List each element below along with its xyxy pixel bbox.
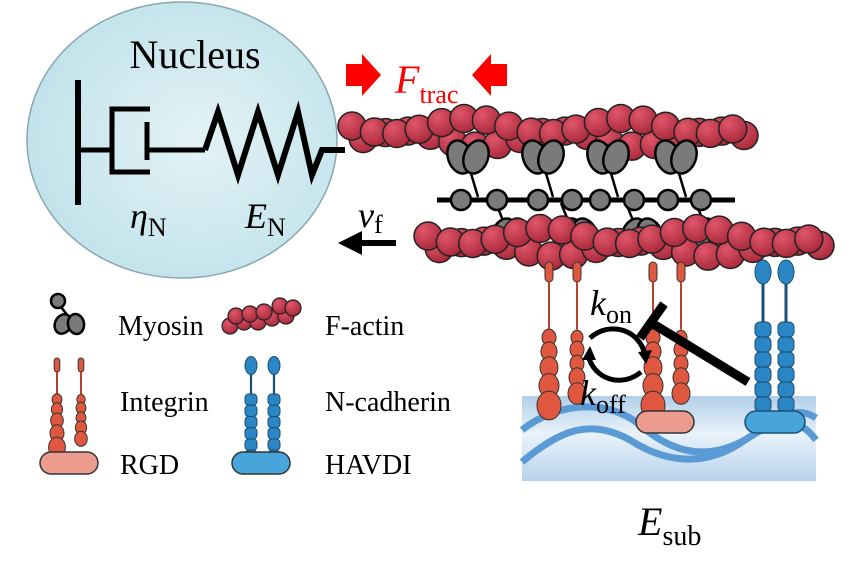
traction-force: Ftrac: [346, 54, 507, 109]
legend-label: F-actin: [325, 311, 404, 342]
nucleus-title: Nucleus: [129, 32, 260, 77]
dashpot-label: ηN: [130, 196, 167, 242]
integrin-domain: [567, 382, 587, 405]
integrin-head: [544, 261, 554, 283]
actin-monomer: [241, 305, 259, 323]
cadherin-domain: [244, 427, 258, 440]
kon-label: kon: [590, 283, 632, 329]
cadherin-domain: [754, 381, 772, 398]
cadherin-domain: [754, 336, 772, 353]
legend-item-myosin: Myosin: [49, 292, 204, 342]
legend-item-integrin: Integrin: [48, 357, 209, 458]
arrow-left-icon: [338, 231, 362, 255]
myosin-head: [602, 139, 630, 175]
cadherin-domain: [244, 438, 258, 451]
cycle-arrow-icon: [588, 326, 648, 356]
myosin-icon: [49, 292, 86, 336]
cadherin-domain: [777, 396, 795, 413]
havdi-ligand: [744, 410, 806, 434]
rgd-ligand: [635, 410, 695, 434]
actin-monomer: [718, 114, 748, 144]
myosin-head: [537, 139, 565, 175]
cadherin-domain: [777, 336, 795, 353]
cadherin-domain: [754, 321, 772, 338]
myosin-tail-node: [622, 188, 646, 212]
arrow-left-icon: [472, 54, 507, 96]
legend-label: HAVDI: [325, 450, 412, 481]
arrow-right-icon: [346, 54, 381, 96]
integrin-icon: [48, 357, 88, 458]
koff-label: koff: [580, 373, 626, 419]
legend-label: Integrin: [120, 387, 209, 418]
cadherin-domain: [267, 438, 281, 451]
myosin-tail-node: [656, 188, 680, 212]
cycle-arrow-icon: [585, 354, 643, 383]
myosin-tail-node: [689, 188, 713, 212]
cadherin-domain: [267, 404, 281, 417]
integrin-domain: [74, 430, 88, 447]
cadherin-domain: [777, 381, 795, 398]
cadherin-domain: [754, 396, 772, 413]
myosin-tail-node: [560, 188, 584, 212]
legend-item-rgd: RGD: [39, 450, 179, 481]
nucleus-body: [26, 1, 338, 279]
legend-label: Myosin: [118, 311, 204, 342]
cadherin-domain: [754, 351, 772, 368]
rgd-icon: [39, 451, 99, 475]
f-actin-icon: [221, 297, 302, 335]
legend-item-havdi: HAVDI: [231, 450, 412, 481]
traction-label: Ftrac: [394, 57, 458, 109]
myosin-tail-node: [526, 188, 550, 212]
cadherin-domain: [754, 366, 772, 383]
cadherin-domain: [244, 416, 258, 429]
legend-label: RGD: [120, 450, 179, 481]
havdi-icon: [231, 451, 291, 475]
flow-label: vf: [358, 195, 383, 239]
legend-item-f-actin: F-actin: [221, 297, 404, 342]
n-cadherin-icon: [244, 356, 281, 462]
myosin-head: [462, 139, 490, 175]
cadherin-domain: [777, 351, 795, 368]
retrograde-flow: vf: [338, 195, 396, 255]
cadherin-domain: [244, 393, 258, 406]
integrin-head: [648, 261, 658, 283]
cadherin-head: [777, 259, 795, 285]
myosin-head: [670, 139, 698, 175]
inhibition-icon: [647, 318, 751, 386]
actin-monomer: [255, 303, 273, 321]
cadherin-head: [754, 259, 772, 285]
legend-item-n-cadherin: N-cadherin: [244, 356, 451, 462]
cadherin-head: [267, 356, 281, 375]
dashpot-icon: [78, 106, 205, 175]
integrin-head: [676, 261, 686, 283]
legend-label: N-cadherin: [325, 387, 451, 418]
myosin-tail-node: [449, 188, 473, 212]
cadherin-domain: [267, 427, 281, 440]
legend: Myosin F-actin Integrin N-cadherin RGD H…: [39, 292, 451, 481]
integrin-head: [53, 357, 61, 373]
substrate-label: Esub: [637, 499, 701, 552]
actin-monomer: [227, 307, 245, 325]
spring-icon: [202, 100, 345, 186]
cadherin-domain: [244, 404, 258, 417]
integrin-domain: [536, 390, 562, 421]
myosin-tail-node: [588, 188, 612, 212]
nucleus: Nucleus ηN EN: [26, 1, 345, 279]
cadherin-head: [244, 356, 258, 375]
myosin-tail-node: [485, 188, 509, 212]
cadherin-domain: [267, 416, 281, 429]
integrin-head: [77, 357, 85, 373]
cadherin-domain: [777, 366, 795, 383]
spring-label: EN: [244, 196, 286, 242]
f-actin-filament-upper: [337, 103, 759, 161]
cadherin-domain: [777, 321, 795, 338]
binding-kinetics: kon koff: [580, 283, 751, 419]
f-actin-filament-lower: [413, 213, 835, 271]
integrin-domain: [671, 382, 691, 405]
cadherin-domain: [267, 393, 281, 406]
actin-monomer: [794, 224, 824, 254]
actin-monomer: [284, 299, 302, 317]
integrin-head: [572, 261, 582, 283]
